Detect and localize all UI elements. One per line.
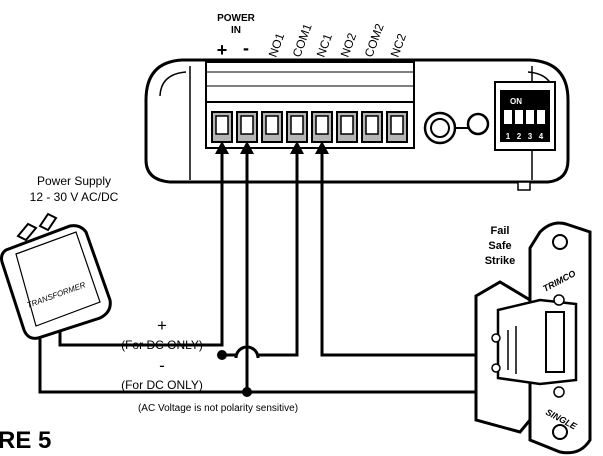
dip-position-3: 3 [528,132,533,141]
wire-negative [38,153,249,394]
fail-safe-strike: Fail Safe Strike TRIMCO SINGLE [474,221,592,455]
plus-terminal-sign: + [217,40,228,60]
power-in-label: POWER IN [217,13,256,36]
terminal-labels: NO1 COM1 NC1 NO2 COM2 NC2 [266,21,409,59]
terminal-plus [211,111,233,143]
negative-sign: - [159,356,165,375]
wires [38,141,490,394]
wire-positive [58,153,224,347]
strike-title-line2: Safe [488,240,511,252]
terminal-no2 [336,111,358,143]
junction-positive [217,350,227,360]
arrow-com1 [290,141,304,154]
negative-note: (For DC ONLY) [121,378,203,392]
terminal-label-com2: COM2 [362,21,387,59]
power-supply: Power Supply 12 - 30 V AC/DC TRANSFORMER [0,174,119,340]
wire-com1-jumper [222,153,299,359]
terminal-com1 [286,111,308,143]
arrow-plus [215,141,229,154]
power-supply-rating: 12 - 30 V AC/DC [30,190,119,204]
terminal-com2 [361,111,383,143]
terminal-nc2 [386,111,408,143]
terminal-block [205,61,415,149]
terminal-minus [236,111,258,143]
terminal-label-no2: NO2 [338,31,360,59]
junction-negative [242,387,252,397]
dip-position-4: 4 [539,132,544,141]
dip-on-label: ON [510,97,522,106]
wire-labels: + (For DC ONLY) - (For DC ONLY) (AC Volt… [121,316,298,414]
wire-junctions [217,350,252,397]
svg-text:POWER: POWER [217,13,256,24]
dip-position-1: 1 [506,132,511,141]
positive-note: (For DC ONLY) [121,338,203,352]
wire-nc1-to-strike [320,153,490,357]
dip-switch[interactable]: ON 1 2 3 4 [494,81,556,151]
terminal-label-nc1: NC1 [314,31,335,59]
arrow-minus [240,141,254,154]
svg-text:IN: IN [231,25,241,36]
status-led [423,111,490,145]
strike-title-line1: Fail [491,225,510,237]
figure-label: RE 5 [0,427,51,454]
strike-title-line3: Strike [485,255,516,267]
ac-polarity-note: (AC Voltage is not polarity sensitive) [138,403,298,414]
controller-module: ON 1 2 3 4 [144,58,570,191]
power-supply-title: Power Supply [37,174,111,188]
arrow-nc1 [315,141,329,154]
positive-sign: + [157,316,167,335]
dip-position-2: 2 [517,132,522,141]
minus-terminal-sign: - [243,38,249,58]
transformer-icon: TRANSFORMER [0,212,112,340]
terminal-label-com1: COM1 [290,21,315,59]
terminal-label-nc2: NC2 [388,31,409,59]
terminal-no1 [261,111,283,143]
terminal-nc1 [311,111,333,143]
terminal-label-no1: NO1 [266,31,288,59]
